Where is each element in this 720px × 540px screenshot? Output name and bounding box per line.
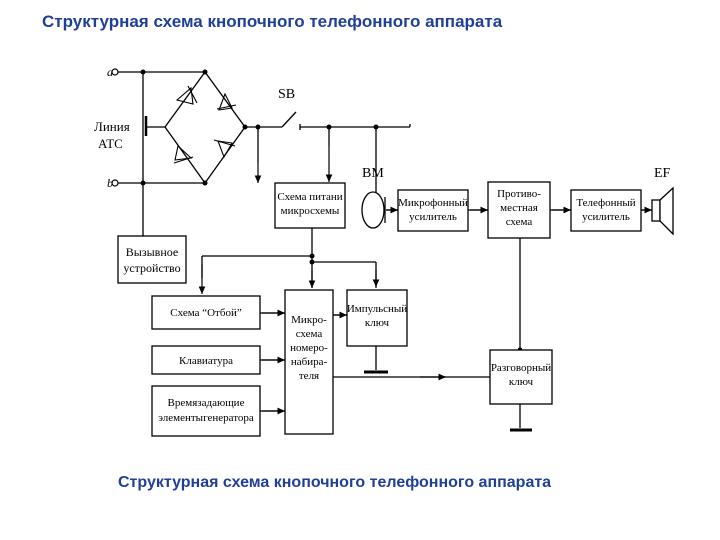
pulse-key-block [346, 289, 408, 347]
microphone-symbol [361, 191, 386, 229]
otboy-block [151, 295, 261, 330]
phone-amp-block [570, 189, 642, 232]
ringer-label-2: устройство [123, 261, 180, 275]
talk-key-label-1: Разговорный [491, 362, 551, 374]
dialer-label-1: Микро- [291, 314, 327, 326]
terminal-a-label: a [107, 65, 113, 79]
ringer-block [117, 235, 187, 284]
timing-block [151, 385, 261, 437]
otboy-label: Схема “Отбой” [170, 307, 242, 319]
timing-label-2: элементыгенератора [158, 412, 254, 424]
antisidetone-label-2: местная [500, 202, 538, 214]
dialer-block [284, 289, 334, 435]
power-label-2: микросхемы [281, 205, 340, 217]
dialer-label-2: схема [296, 328, 323, 340]
dialer-label-5: теля [299, 370, 319, 382]
dialer-label-3: номеро- [290, 342, 328, 354]
mic-amp-label-2: усилитель [409, 211, 457, 223]
mic-amp-label-1: Микрофонный [398, 197, 468, 209]
antisidetone-block [487, 181, 551, 239]
talk-key-block [489, 349, 553, 405]
talk-key-label-2: ключ [509, 376, 534, 388]
keyboard-block [151, 345, 261, 375]
speaker-label: EF [654, 166, 671, 181]
power-label-1: Схема питани [277, 191, 342, 203]
diode-2 [218, 92, 233, 111]
speaker-symbol [651, 186, 674, 236]
terminal-b-label: b [107, 176, 113, 190]
phone-amp-label-2: усилитель [582, 211, 630, 223]
diode-1 [175, 86, 194, 105]
diode-bridge [164, 71, 246, 184]
pulse-key-label-1: Импульсный [347, 303, 407, 315]
phone-amp-label-1: Телефонный [576, 197, 635, 209]
microphone-label: BM [362, 166, 384, 181]
diode-4 [217, 140, 233, 159]
dialer-label-4: набира- [291, 356, 328, 368]
ringer-label-1: Вызывное [126, 245, 178, 259]
diode-3 [174, 144, 193, 161]
diagram-caption: Структурная схема кнопочного телефонного… [118, 474, 552, 491]
switch-blade [281, 111, 297, 128]
line-label-1: Линия [94, 119, 130, 134]
line-label-2: АТС [98, 136, 123, 151]
terminal-b-circle [111, 179, 119, 187]
mic-amp-block [397, 189, 469, 232]
timing-label-1: Времязадающие [168, 397, 245, 409]
page-title: Структурная схема кнопочного телефонного… [42, 12, 503, 31]
antisidetone-label-1: Противо- [497, 188, 541, 200]
power-circuit-block [274, 182, 346, 229]
switch-label: SB [278, 87, 295, 102]
terminal-a-circle [111, 68, 119, 76]
antisidetone-label-3: схема [506, 216, 533, 228]
pulse-key-label-2: ключ [365, 317, 390, 329]
keyboard-label: Клавиатура [179, 355, 233, 367]
